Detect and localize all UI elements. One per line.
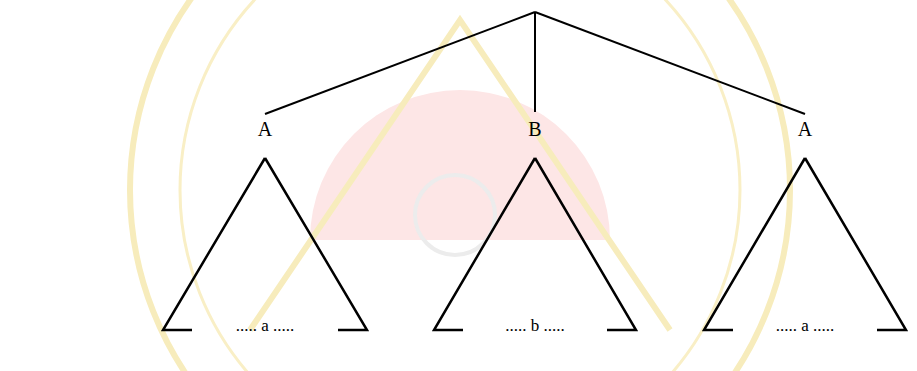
category-label: B: [528, 118, 541, 140]
triangle-side: [704, 158, 805, 330]
watermark-triangle: [250, 20, 670, 330]
branch-line: [534, 12, 536, 112]
subtree-node: A ..... a .....: [703, 118, 907, 344]
tree-branches: [265, 12, 805, 114]
watermark-band: [310, 90, 610, 240]
branch-line: [535, 12, 805, 114]
watermark-emblem: [415, 175, 495, 255]
subtree-node: A ..... a .....: [162, 118, 368, 344]
watermark-ring: [130, 0, 790, 371]
branch-line: [265, 12, 535, 114]
triangle-side: [434, 158, 535, 330]
subtree-triangle: [703, 118, 907, 344]
category-label: A: [798, 118, 812, 140]
subtree-triangle: [162, 118, 368, 344]
triangle-side: [163, 158, 265, 330]
terminal-string: ..... b .....: [505, 316, 565, 336]
category-label: A: [258, 118, 272, 140]
triangle-side: [265, 158, 367, 330]
subtree-triangle: [433, 118, 637, 344]
triangle-side: [805, 158, 906, 330]
triangle-side: [535, 158, 636, 330]
watermark-ring: [180, 0, 740, 371]
subtree-node: B ..... b .....: [433, 118, 637, 344]
terminal-string: ..... a .....: [236, 316, 295, 336]
terminal-string: ..... a .....: [776, 316, 835, 336]
